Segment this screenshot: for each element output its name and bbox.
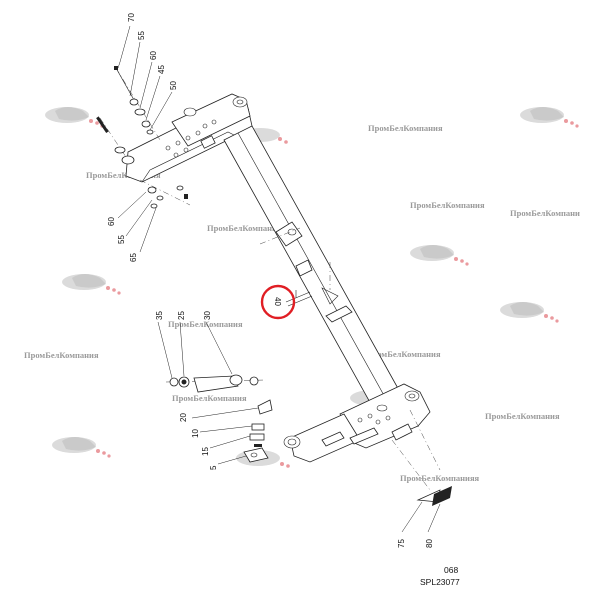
watermark-text: ПромБелКомпани	[510, 208, 580, 218]
callout-20: 20	[179, 413, 188, 422]
callout-70: 70	[127, 13, 136, 22]
upper-head-bracket	[125, 93, 253, 183]
watermark-text: ПромБелКомпания	[410, 200, 485, 210]
watermark-text: ПромБелКомпания	[86, 170, 161, 180]
pin-40	[285, 290, 313, 307]
watermark-text: ПромБелКомпания	[207, 223, 282, 233]
lower-head-bracket	[283, 383, 441, 491]
callout-55: 55	[137, 31, 146, 40]
callout-60: 60	[149, 51, 158, 60]
callout-55: 55	[117, 235, 126, 244]
callout-labels: 70 55 60 45 50 60 55 65 35 25 30 20 10 1…	[107, 13, 434, 548]
callout-25: 25	[177, 311, 186, 320]
callout-60: 60	[107, 217, 116, 226]
callout-75: 75	[397, 539, 406, 548]
watermark-text: ПромБелКомпания	[168, 319, 243, 329]
watermark-text: ПромБелКомпания	[368, 123, 443, 133]
watermark-text: ПромБелКомпания	[485, 411, 560, 421]
callout-35: 35	[155, 311, 164, 320]
callout-40: 40	[273, 297, 282, 306]
watermark-text: ПромБелКомпанияя	[400, 473, 480, 483]
watermark-text: ПромБелКомпания	[366, 349, 441, 359]
callout-80: 80	[425, 539, 434, 548]
callout-45: 45	[157, 65, 166, 74]
link-assembly	[165, 374, 267, 393]
upper-hardware	[96, 66, 191, 209]
highlight-circle	[260, 284, 296, 320]
callout-30: 30	[203, 311, 212, 320]
callout-50: 50	[169, 81, 178, 90]
watermark-text: ПромБелКомпания	[172, 393, 247, 403]
callout-10: 10	[191, 429, 200, 438]
callout-5: 5	[209, 465, 218, 470]
boom-tube	[223, 125, 401, 407]
pivot-stack	[243, 399, 273, 463]
callout-65: 65	[129, 253, 138, 262]
watermark-text: ПромБелКомпания	[24, 350, 99, 360]
lower-wear-pads	[416, 486, 452, 506]
drawing-code: SPL23077	[420, 577, 460, 587]
page-number: 068	[444, 565, 458, 575]
leader-lines	[117, 25, 441, 533]
callout-15: 15	[201, 447, 210, 456]
